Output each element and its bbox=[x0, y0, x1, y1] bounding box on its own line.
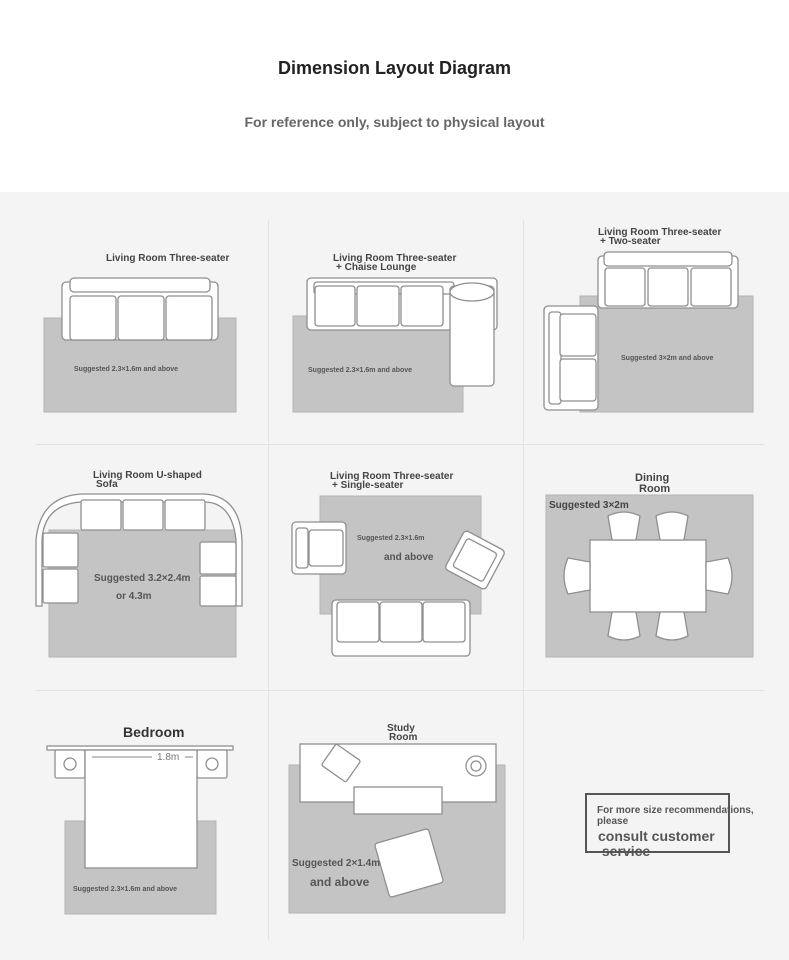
office-chair bbox=[374, 828, 444, 898]
sofa-cushion bbox=[400, 285, 444, 327]
rug-size-suggestion: Suggested 2.3×1.6m and above bbox=[73, 886, 178, 893]
layout-label: Living Room Three-seater bbox=[333, 253, 457, 264]
dining-table bbox=[589, 539, 707, 613]
page-title: Dimension Layout Diagram bbox=[277, 58, 512, 78]
rug-size-suggestion: Suggested 2.3×1.6m bbox=[357, 535, 425, 542]
lamp bbox=[63, 757, 77, 771]
laptop bbox=[321, 743, 361, 783]
sofa-cushion bbox=[690, 267, 732, 307]
layout-bedroom bbox=[46, 745, 234, 915]
layout-dining bbox=[545, 494, 754, 658]
sofa-cushion bbox=[42, 568, 79, 604]
layout-label: Dining bbox=[635, 472, 670, 484]
page-subtitle: For reference only, subject to physical … bbox=[244, 114, 545, 130]
sofa-cushion bbox=[165, 295, 213, 341]
sofa-cushion bbox=[199, 575, 237, 607]
layout-u-shaped bbox=[35, 493, 243, 658]
sofa-cushion bbox=[199, 541, 237, 575]
sofa-cushion bbox=[69, 295, 117, 341]
layout-three-seater bbox=[43, 277, 237, 413]
dining-chair bbox=[655, 511, 689, 541]
sofa-cushion bbox=[164, 499, 206, 531]
layout-label: Room bbox=[639, 483, 671, 495]
chaise-pillow bbox=[449, 282, 495, 302]
contact-cta: consult customer service bbox=[598, 828, 715, 859]
dining-chair bbox=[563, 557, 591, 595]
rug-size-suggestion: and above bbox=[384, 552, 434, 563]
armchair-seat bbox=[308, 529, 344, 567]
dining-chair bbox=[655, 611, 689, 641]
bed bbox=[84, 749, 198, 869]
layout-label: Sofa bbox=[96, 479, 118, 490]
dining-chair bbox=[705, 557, 733, 595]
two-seater-cushion bbox=[559, 313, 597, 357]
grid-divider bbox=[523, 220, 524, 940]
contact-note-box bbox=[585, 793, 730, 853]
rug-size-suggestion: or 4.3m bbox=[116, 591, 152, 602]
rug-size-suggestion: Suggested 3.2×2.4m bbox=[94, 573, 191, 584]
sofa-cushion bbox=[379, 601, 423, 643]
two-seater-cushion bbox=[559, 358, 597, 402]
sofa-cushion bbox=[356, 285, 400, 327]
layout-label: Living Room Three-seater bbox=[330, 471, 454, 482]
sofa-cushion bbox=[117, 295, 165, 341]
layout-single-seater bbox=[291, 495, 505, 657]
keyboard bbox=[353, 786, 443, 815]
sofa-cushion bbox=[42, 532, 79, 568]
grid-divider bbox=[268, 220, 269, 940]
layout-label: Study bbox=[387, 723, 415, 734]
sofa-cushion bbox=[422, 601, 466, 643]
rug-size-suggestion: Suggested 2.3×1.6m and above bbox=[308, 367, 413, 374]
rug-size-suggestion: Suggested 3×2m and above bbox=[621, 355, 714, 362]
two-seater-back bbox=[548, 311, 562, 405]
sofa-cushion bbox=[314, 285, 356, 327]
grid-divider bbox=[36, 444, 764, 445]
rug-size-suggestion: Suggested 3×2m bbox=[549, 500, 629, 511]
layout-chaise bbox=[292, 277, 498, 413]
sofa-cushion bbox=[604, 267, 646, 307]
layout-label: Living Room U-shaped bbox=[93, 470, 202, 481]
layout-label: Room bbox=[389, 732, 418, 743]
layout-label: Living Room Three-seater bbox=[598, 227, 722, 238]
rug bbox=[579, 295, 754, 413]
layout-two-seater bbox=[543, 251, 754, 413]
rug-size-suggestion: Suggested 2×1.4m bbox=[292, 858, 381, 869]
layout-label: + Chaise Lounge bbox=[336, 262, 417, 273]
desk-lamp-inner bbox=[470, 760, 482, 772]
grid-divider bbox=[36, 690, 764, 691]
sofa-cushion bbox=[122, 499, 164, 531]
sofa-cushion bbox=[80, 499, 122, 531]
layout-label: Living Room Three-seater bbox=[106, 253, 230, 264]
rug-size-suggestion: Suggested 2.3×1.6m and above bbox=[74, 366, 179, 373]
sofa-cushion bbox=[647, 267, 689, 307]
layout-label: Bedroom bbox=[123, 724, 185, 740]
bed-width: 1.8m bbox=[157, 752, 180, 763]
dining-chair bbox=[607, 611, 641, 641]
armchair-arm bbox=[295, 527, 309, 569]
layout-label: + Single-seater bbox=[332, 480, 404, 491]
layout-study bbox=[288, 743, 506, 914]
contact-note: For more size recommendations, please bbox=[597, 805, 754, 827]
sofa-back bbox=[69, 277, 211, 293]
sofa-cushion bbox=[336, 601, 380, 643]
sofa-frame bbox=[35, 493, 243, 607]
layout-label: + Two-seater bbox=[600, 236, 661, 247]
lamp bbox=[205, 757, 219, 771]
rug-size-suggestion: and above bbox=[310, 875, 370, 889]
dining-chair bbox=[607, 511, 641, 541]
sofa-back bbox=[603, 251, 733, 267]
single-seater-chair bbox=[445, 530, 505, 590]
